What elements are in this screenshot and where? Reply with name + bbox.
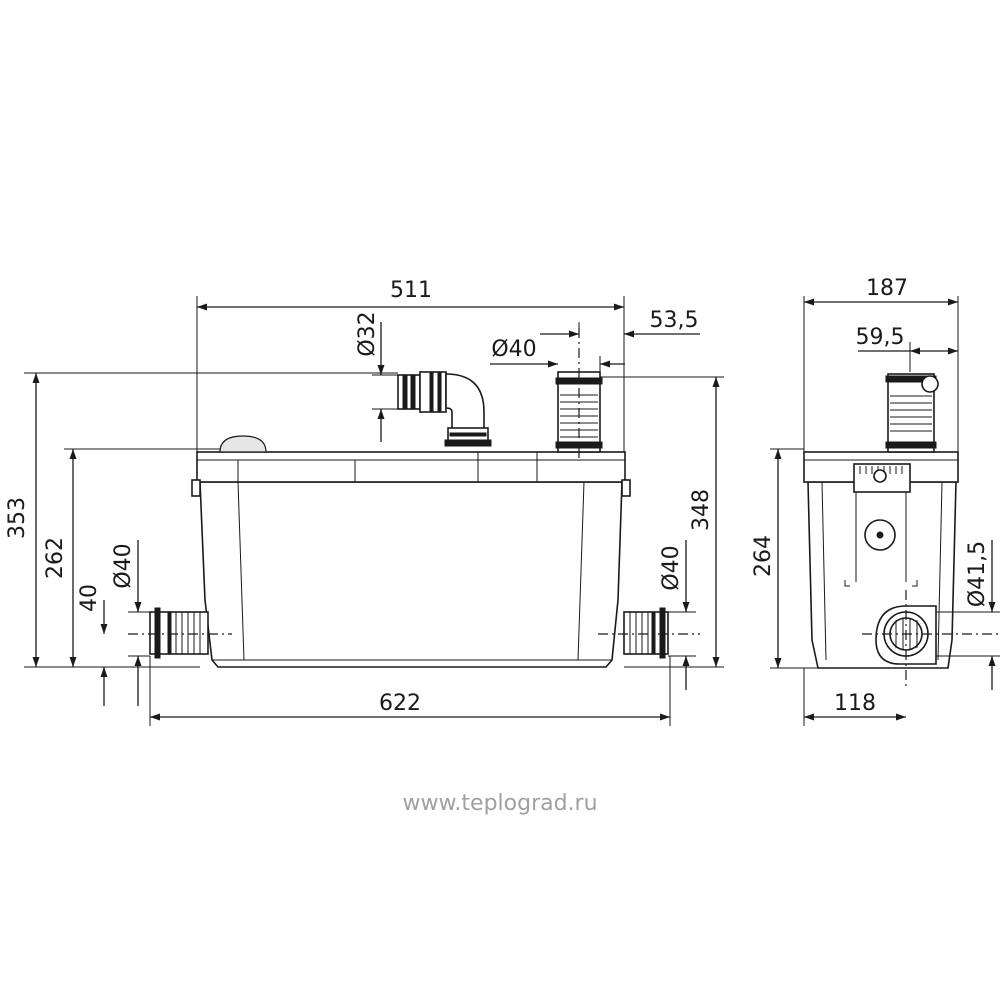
- dim-dia40-left: Ø40: [111, 543, 136, 588]
- front-view: [128, 328, 700, 668]
- right-inlet: [623, 607, 669, 659]
- dim-59-5: 59,5: [856, 325, 905, 350]
- dim-dia40-top: Ø40: [491, 337, 536, 362]
- left-inlet: [149, 607, 209, 659]
- dimension-labels: 511 53,5 Ø40 Ø32 353 262 40 Ø40 Ø40 348 …: [5, 276, 990, 716]
- dim-187: 187: [866, 276, 908, 301]
- dim-dia41-5: Ø41,5: [965, 541, 990, 607]
- dimension-lines: [24, 296, 1000, 726]
- dim-622: 622: [379, 691, 421, 716]
- lid: [196, 451, 626, 483]
- tank-body: [199, 481, 623, 668]
- dim-dia32: Ø32: [355, 311, 380, 356]
- dim-353: 353: [5, 497, 30, 539]
- dim-264: 264: [751, 535, 776, 577]
- dim-118: 118: [834, 691, 876, 716]
- dim-53-5: 53,5: [650, 308, 699, 333]
- dim-348: 348: [689, 489, 714, 531]
- dim-40: 40: [77, 584, 102, 612]
- dim-262: 262: [43, 537, 68, 579]
- watermark: www.teplograd.ru: [402, 791, 597, 816]
- dim-dia40-right: Ø40: [659, 545, 684, 590]
- side-view: [803, 373, 1000, 690]
- dim-511: 511: [390, 278, 432, 303]
- top-inlet-elbow: [397, 371, 492, 447]
